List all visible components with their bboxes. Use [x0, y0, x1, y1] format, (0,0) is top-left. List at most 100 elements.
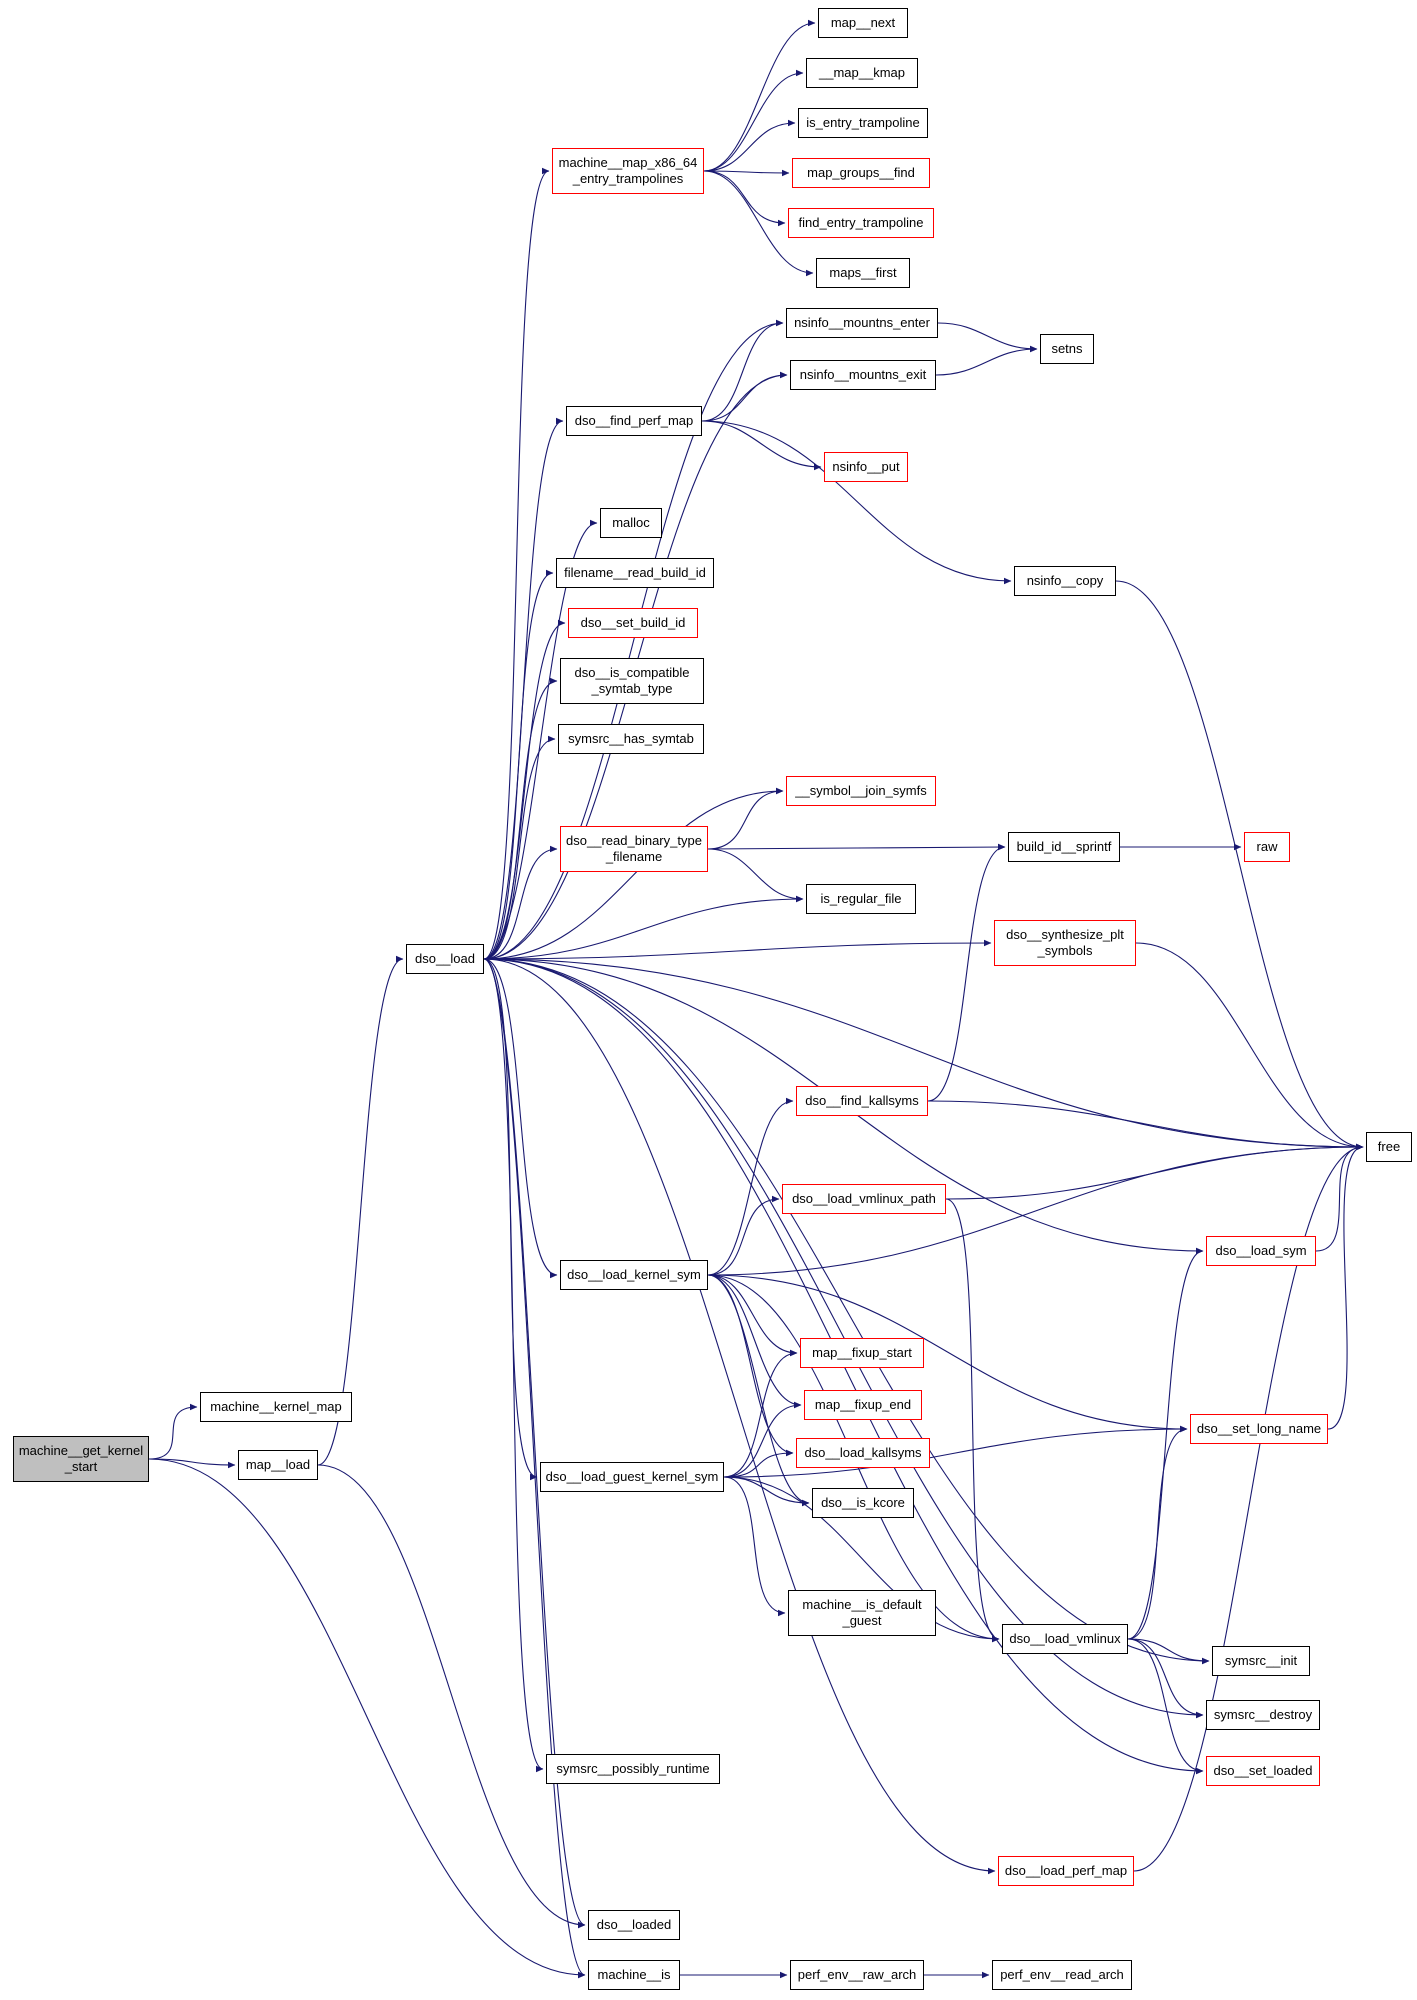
edge-load_vmlinux-symsrc_init [1127, 1638, 1210, 1665]
node-load_perf_map[interactable]: dso__load_perf_map [998, 1856, 1134, 1886]
node-mountns_enter[interactable]: nsinfo__mountns_enter [786, 308, 938, 338]
edge-load_guest_kernel_sym-fixup_end [723, 1401, 802, 1478]
edge-set_long_name-free [1327, 1143, 1364, 1430]
node-read_build_id[interactable]: filename__read_build_id [556, 558, 714, 588]
node-compat_symtab[interactable]: dso__is_compatible_symtab_type [560, 658, 704, 704]
node-map_kmap[interactable]: __map__kmap [806, 58, 918, 88]
edge-trampolines-map_next [703, 19, 816, 172]
node-mountns_exit[interactable]: nsinfo__mountns_exit [790, 360, 936, 390]
edge-dso_load-load_guest_kernel_sym [483, 958, 538, 1481]
node-load_guest_kernel_sym[interactable]: dso__load_guest_kernel_sym [540, 1462, 724, 1492]
node-kernel_map[interactable]: machine__kernel_map [200, 1392, 352, 1422]
node-label-line: map__load [245, 1457, 311, 1473]
node-is_entry_trampoline[interactable]: is_entry_trampoline [798, 108, 928, 138]
edge-find_kallsyms-free [927, 1100, 1364, 1151]
node-load_sym[interactable]: dso__load_sym [1206, 1236, 1316, 1266]
node-label-line: _entry_trampolines [572, 171, 684, 186]
node-maps_first[interactable]: maps__first [816, 258, 910, 288]
node-fixup_start[interactable]: map__fixup_start [800, 1338, 924, 1368]
node-fixup_end[interactable]: map__fixup_end [804, 1390, 922, 1420]
node-dso_loaded[interactable]: dso__loaded [588, 1910, 680, 1940]
node-dso_load[interactable]: dso__load [406, 944, 484, 974]
edge-load_vmlinux-load_sym [1127, 1247, 1204, 1640]
node-malloc[interactable]: malloc [600, 508, 662, 538]
edge-dso_load-find_perf_map [483, 417, 564, 960]
node-symsrc_destroy[interactable]: symsrc__destroy [1206, 1700, 1320, 1730]
node-label-line: _symtab_type [591, 681, 673, 696]
node-trampolines[interactable]: machine__map_x86_64_entry_trampolines [552, 148, 704, 194]
node-has_symtab[interactable]: symsrc__has_symtab [558, 724, 704, 754]
edge-dso_load-join_symfs [483, 787, 784, 960]
node-binary_type_filename[interactable]: dso__read_binary_type_filename [560, 826, 708, 872]
node-possibly_runtime[interactable]: symsrc__possibly_runtime [546, 1754, 720, 1784]
node-set_build_id[interactable]: dso__set_build_id [568, 608, 698, 638]
node-label-line: dso__find_kallsyms [805, 1093, 919, 1109]
node-label-line: dso__load_sym [1215, 1243, 1307, 1259]
node-label-line: find_entry_trampoline [798, 215, 924, 231]
node-load_kallsyms[interactable]: dso__load_kallsyms [796, 1438, 930, 1468]
node-label-line: _symbols [1037, 943, 1093, 958]
node-get_kernel_start[interactable]: machine__get_kernel_start [13, 1436, 149, 1482]
node-label-line: __symbol__join_symfs [795, 783, 927, 799]
node-is_kcore[interactable]: dso__is_kcore [812, 1488, 914, 1518]
node-find_kallsyms[interactable]: dso__find_kallsyms [796, 1086, 928, 1116]
edge-dso_load-synth_plt [483, 939, 992, 960]
node-is_regular_file[interactable]: is_regular_file [806, 884, 916, 914]
node-label-line: symsrc__possibly_runtime [556, 1761, 710, 1777]
edge-dso_load-has_symtab [483, 735, 556, 960]
edge-get_kernel_start-machine_is [148, 1458, 586, 1979]
node-map_next[interactable]: map__next [818, 8, 908, 38]
node-label-line: dso__load_vmlinux [1009, 1631, 1121, 1647]
node-find_perf_map[interactable]: dso__find_perf_map [566, 406, 702, 436]
node-label-line: dso__load_kallsyms [804, 1445, 922, 1461]
node-label-line: _start [64, 1459, 98, 1474]
node-map_load[interactable]: map__load [238, 1450, 318, 1480]
node-map_groups_find[interactable]: map_groups__find [792, 158, 930, 188]
edge-trampolines-map_kmap [703, 69, 804, 172]
node-label-line: dso__is_kcore [821, 1495, 905, 1511]
node-label-line: perf_env__read_arch [1000, 1967, 1124, 1983]
node-label-line: maps__first [829, 265, 897, 281]
node-symsrc_init[interactable]: symsrc__init [1212, 1646, 1310, 1676]
node-synth_plt[interactable]: dso__synthesize_plt_symbols [994, 920, 1136, 966]
edge-load_kernel_sym-load_kallsyms [707, 1274, 794, 1457]
node-label-line: machine__map_x86_64 [558, 155, 698, 171]
edge-load_guest_kernel_sym-load_kallsyms [723, 1449, 794, 1478]
edge-load_guest_kernel_sym-is_default_guest [723, 1476, 786, 1617]
edge-load_kernel_sym-fixup_start [707, 1274, 798, 1357]
node-load_vmlinux_path[interactable]: dso__load_vmlinux_path [782, 1184, 946, 1214]
node-nsinfo_copy[interactable]: nsinfo__copy [1014, 566, 1116, 596]
node-nsinfo_put[interactable]: nsinfo__put [824, 452, 908, 482]
node-join_symfs[interactable]: __symbol__join_symfs [786, 776, 936, 806]
node-label-line: symsrc__has_symtab [568, 731, 694, 747]
node-raw_arch[interactable]: perf_env__raw_arch [790, 1960, 924, 1990]
node-read_arch[interactable]: perf_env__read_arch [992, 1960, 1132, 1990]
node-label-line: symsrc__destroy [1213, 1707, 1313, 1723]
node-label-line: free [1377, 1139, 1401, 1155]
node-load_kernel_sym[interactable]: dso__load_kernel_sym [560, 1260, 708, 1290]
node-find_entry_trampoline[interactable]: find_entry_trampoline [788, 208, 934, 238]
node-label-line: dso__read_binary_type [566, 833, 702, 849]
node-free[interactable]: free [1366, 1132, 1412, 1162]
edge-dso_load-free [483, 958, 1364, 1151]
node-label-line: dso__find_perf_map [574, 413, 694, 429]
node-set_long_name[interactable]: dso__set_long_name [1190, 1414, 1328, 1444]
node-setns[interactable]: setns [1040, 334, 1094, 364]
node-is_default_guest[interactable]: machine__is_default_guest [788, 1590, 936, 1636]
node-set_loaded[interactable]: dso__set_loaded [1206, 1756, 1320, 1786]
edge-load_kernel_sym-find_kallsyms [707, 1097, 794, 1276]
node-label-line: dso__loaded [596, 1917, 672, 1933]
edge-trampolines-is_entry_trampoline [703, 119, 796, 172]
node-build_id_sprintf[interactable]: build_id__sprintf [1008, 832, 1120, 862]
edge-load_sym-free [1315, 1143, 1364, 1252]
node-load_vmlinux[interactable]: dso__load_vmlinux [1002, 1624, 1128, 1654]
node-label-line: dso__load_kernel_sym [567, 1267, 701, 1283]
node-machine_is[interactable]: machine__is [588, 1960, 680, 1990]
node-label-line: nsinfo__mountns_exit [799, 367, 927, 383]
edge-map_load-dso_loaded [317, 1464, 586, 1929]
node-label-line: dso__load_guest_kernel_sym [545, 1469, 719, 1485]
node-raw[interactable]: raw [1244, 832, 1290, 862]
node-label-line: __map__kmap [819, 65, 905, 81]
node-label-line: filename__read_build_id [564, 565, 706, 581]
